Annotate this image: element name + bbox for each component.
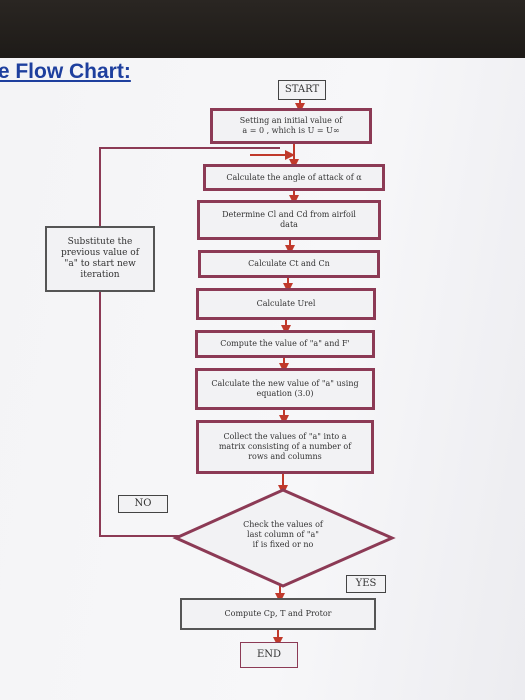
- end-label: END: [256, 649, 282, 660]
- no-label-box: NO: [118, 495, 168, 513]
- start-node: START: [278, 80, 326, 100]
- calculate-urel-label: Calculate Urel: [256, 299, 316, 308]
- calculate-ct-cn-label: Calculate Ct and Cn: [248, 259, 330, 268]
- angle-of-attack-label: Calculate the angle of attack of α: [226, 172, 362, 182]
- calculate-new-a-node: Calculate the new value of "a" using equ…: [195, 368, 375, 410]
- page-title: le Flow Chart:: [0, 60, 131, 83]
- collect-values-label: Collect the values of "a" into a matrix …: [218, 432, 352, 461]
- loop-line-top: [99, 147, 280, 228]
- compute-a-f-node: Compute the value of "a" and F': [195, 330, 375, 358]
- determine-cl-cd-node: Determine Cl and Cd from airfoil data: [197, 200, 381, 240]
- substitute-node: Substitute the previous value of "a" to …: [45, 226, 155, 292]
- calculate-new-a-label: Calculate the new value of "a" using equ…: [211, 379, 359, 398]
- compute-final-label: Compute Cp, T and Protor: [224, 609, 332, 618]
- no-label: NO: [134, 498, 152, 509]
- start-label: START: [284, 84, 320, 95]
- calculate-ct-cn-node: Calculate Ct and Cn: [198, 250, 380, 278]
- decision-label: Check the values of last column of "a" i…: [243, 520, 323, 549]
- determine-cl-cd-label: Determine Cl and Cd from airfoil data: [222, 210, 356, 229]
- angle-of-attack-node: Calculate the angle of attack of α: [203, 164, 385, 191]
- compute-final-node: Compute Cp, T and Protor: [180, 598, 376, 630]
- compute-a-f-label: Compute the value of "a" and F': [220, 339, 350, 348]
- calculate-urel-node: Calculate Urel: [196, 288, 376, 320]
- loop-line-no-path: [99, 282, 180, 537]
- decision-diamond: [172, 488, 396, 588]
- collect-values-node: Collect the values of "a" into a matrix …: [196, 420, 374, 474]
- yes-label: YES: [355, 578, 377, 589]
- end-node: END: [240, 642, 298, 668]
- initial-value-label: Setting an initial value of a = 0 , whic…: [239, 116, 343, 135]
- substitute-label: Substitute the previous value of "a" to …: [60, 237, 140, 280]
- initial-value-node: Setting an initial value of a = 0 , whic…: [210, 108, 372, 144]
- yes-label-box: YES: [346, 575, 386, 593]
